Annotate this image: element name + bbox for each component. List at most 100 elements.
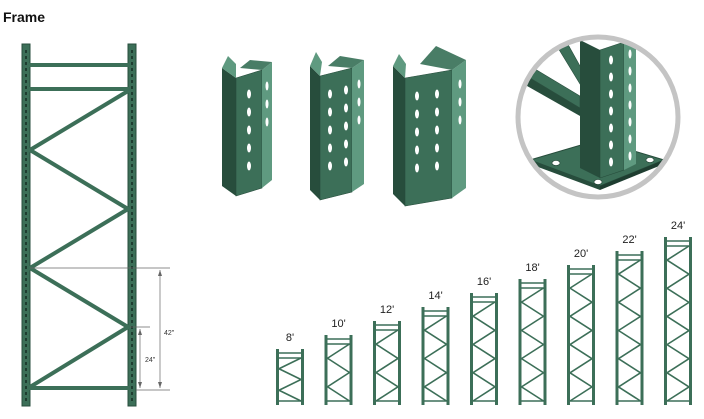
mini-frame-left-post [373,321,376,405]
upright-slot [628,117,632,127]
upright-slot [415,145,419,155]
diagonal-brace [28,207,130,270]
slot-column [247,89,251,171]
post-slot [131,236,133,239]
mini-frame-right-post [349,335,353,405]
post-slot [131,128,133,131]
upright-slot [628,49,632,59]
post-slot [25,386,27,389]
mini-frame-brace [327,357,350,374]
post-slot [131,314,133,317]
post-slot [131,164,133,167]
post-slot [131,194,133,197]
upright-slot [628,134,632,144]
upright-profile-medium [310,52,364,201]
post-slot [131,212,133,215]
post-slot [131,110,133,113]
mini-frame-brace [424,315,447,331]
mini-frame-right-post [446,307,450,405]
frame-height-lineup: 8'10'12'14'16'18'20'22'24' [276,220,692,405]
post-slot [25,188,27,191]
mini-frame-brace [618,315,641,332]
mini-frame-right-post [543,279,547,405]
mini-frame-right-post [398,321,401,405]
frame-size-10ft: 10' [324,318,353,405]
mini-frame-brace [618,358,641,374]
upright-slot [328,107,332,117]
frame-height-label: 24' [671,220,685,232]
post-slot [25,74,27,77]
post-slot [131,320,133,323]
upright-slot [415,127,419,137]
post-slot [25,260,27,263]
mini-frame-brace [618,287,641,303]
mini-frame-left-post [664,237,667,405]
post-slot [131,122,133,125]
mini-frame-brace [472,357,496,374]
post-slot [25,248,27,251]
post-slot [25,176,27,179]
post-slot [131,248,133,251]
mini-frame-brace [327,343,350,359]
post-slot [131,50,133,53]
post-slot [131,170,133,173]
mini-frame-left-post [470,293,473,405]
mini-frame-brace [666,343,690,360]
mini-frame-right-post [592,265,595,405]
upright-slot [344,139,348,149]
post-slot [25,200,27,203]
mini-frame-brace [521,357,544,374]
upright-slot [458,97,462,107]
upright-slot [247,143,251,153]
upright-slot [247,125,251,135]
page-title: Frame [3,9,46,25]
post-slot [131,296,133,299]
mini-frame-brace [618,273,641,289]
mini-frame-brace [569,357,593,374]
post-slot [131,80,133,83]
mini-frame-brace [569,386,593,402]
frame-size-14ft: 14' [421,290,450,405]
post-slot [25,86,27,89]
upright-slot [265,117,269,127]
mini-frame-brace [327,371,350,388]
post-slot [25,296,27,299]
post-slot [25,224,27,227]
frame-size-22ft: 22' [615,234,644,405]
post-slot [131,356,133,359]
slot-column [328,89,332,171]
post-slot [25,164,27,167]
mini-frame-brace [521,343,544,360]
post-slot [25,128,27,131]
upright-slot [609,140,613,150]
upright-slot [609,55,613,65]
post-slot [25,152,27,155]
post-slot [25,242,27,245]
post-slot [131,386,133,389]
post-slot [131,290,133,293]
mini-frame-brace [569,315,593,332]
mini-frame-brace [424,329,447,346]
mini-frame-brace [521,386,544,402]
post-slot [131,200,133,203]
mini-frame-brace [375,357,399,374]
post-slot [131,206,133,209]
mini-frame-brace [666,372,690,388]
post-slot [25,236,27,239]
upright-slot [265,81,269,91]
post-slot [131,398,133,401]
frame-height-label: 10' [331,318,345,330]
post-slot [131,284,133,287]
post-slot [25,146,27,149]
post-slot [131,344,133,347]
mini-frame-left-post [276,349,279,405]
mini-frame-brace [618,301,641,318]
anchor-hole [645,157,655,163]
mini-frame-brace [375,371,399,388]
post-slot [25,98,27,101]
upright-slot [458,115,462,125]
post-slot [25,392,27,395]
upright-slot [357,79,361,89]
upright-slot [247,89,251,99]
